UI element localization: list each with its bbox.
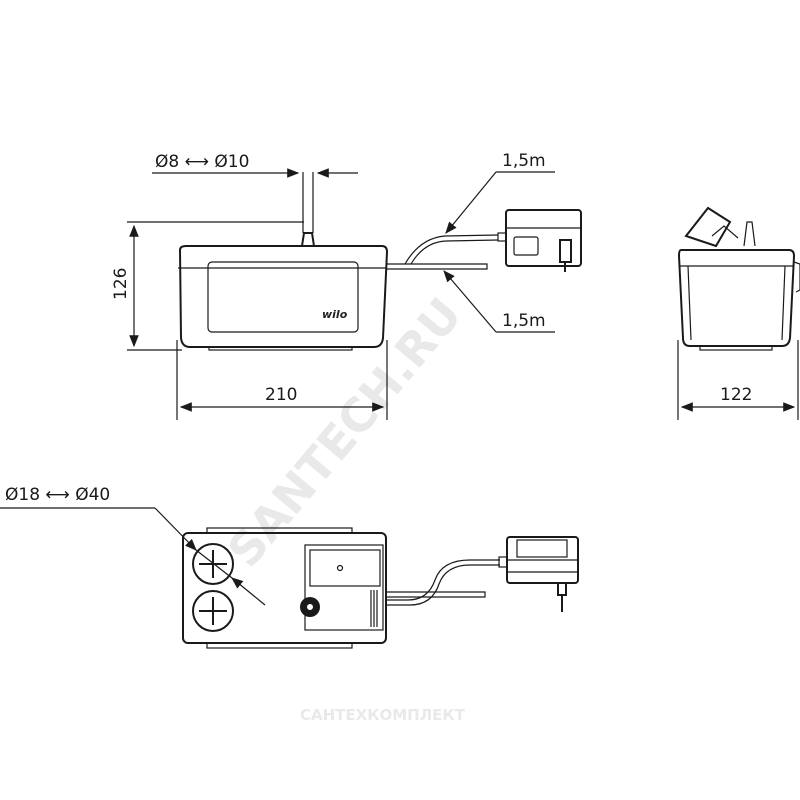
top-view: Ø18 ⟷ Ø40 (0, 485, 579, 649)
wilo-logo: wilo (322, 308, 348, 321)
drain-hose-length-callout: 1,5m (443, 270, 555, 333)
height-label: 126 (111, 268, 131, 300)
inlet-opening-1 (192, 543, 234, 585)
inlet-diameter-label: Ø18 ⟷ Ø40 (5, 485, 110, 505)
watermark-santehkomplekt: САНТЕХКОМПЛЕКТ (300, 706, 466, 724)
front-view: wilo Ø8 ⟷ Ø10 126 210 (111, 151, 582, 420)
condensate-inlet-tube (301, 172, 315, 247)
drain-hose-length-label: 1,5m (502, 311, 546, 331)
power-adapter-front (497, 209, 582, 272)
tube-diameter-dimension: Ø8 ⟷ Ø10 (152, 152, 358, 178)
inlet-diameter-callout: Ø18 ⟷ Ø40 (0, 485, 266, 606)
depth-label: 122 (720, 385, 752, 405)
power-adapter-top (498, 536, 579, 612)
power-cable-length-callout: 1,5m (445, 151, 555, 234)
height-dimension: 126 (111, 221, 304, 351)
drain-hose (387, 263, 488, 270)
pump-body-front: wilo (178, 245, 389, 351)
side-view: 122 (677, 206, 800, 420)
depth-dimension: 122 (677, 340, 799, 420)
width-label: 210 (265, 385, 297, 405)
inlet-opening-2 (192, 590, 234, 632)
width-dimension: 210 (176, 340, 388, 420)
power-cable (404, 234, 499, 265)
tube-diameter-label: Ø8 ⟷ Ø10 (155, 152, 249, 172)
power-cable-length-label: 1,5m (502, 151, 546, 171)
